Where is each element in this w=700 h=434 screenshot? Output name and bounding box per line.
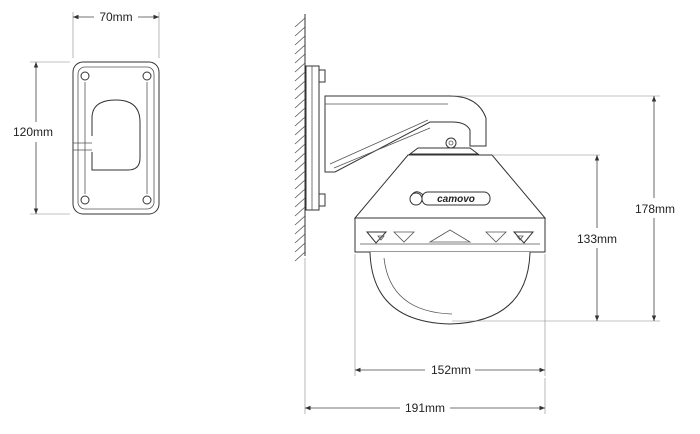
screw-hole-bottom-left [80, 195, 90, 205]
hatch-line [294, 170, 306, 181]
plate-inner-rim [77, 66, 155, 210]
label-plate-width: 70mm [99, 10, 132, 24]
arm-body [324, 95, 487, 173]
hatch-line [294, 197, 306, 208]
label-dome-width: 152mm [431, 363, 471, 377]
label-camera-height: 133mm [577, 232, 617, 246]
hatch-line [294, 44, 306, 55]
brand-name: camovo [437, 194, 475, 205]
hatch-line [294, 251, 306, 262]
arm-screw [445, 137, 457, 149]
hatch-line [294, 98, 306, 109]
dome [369, 251, 531, 325]
hatch-line [294, 71, 306, 82]
hatch-line [294, 26, 306, 37]
hatch-line [294, 224, 306, 235]
hatch-line [294, 242, 306, 253]
screw-hole-top-left [80, 71, 90, 81]
dim-total-depth: 191mm [304, 258, 546, 415]
hatch-line [294, 53, 306, 64]
hatch-line [294, 233, 306, 244]
label-plate-height: 120mm [13, 125, 53, 139]
hatch-line [294, 62, 306, 73]
hatch-line [294, 89, 306, 100]
hatch-line [294, 188, 306, 199]
hatch-line [294, 152, 306, 163]
housing-band [354, 217, 546, 253]
front-view-plate [72, 61, 160, 215]
label-total-depth: 191mm [405, 401, 445, 415]
hatch-line [294, 17, 306, 28]
hatch-line [294, 107, 306, 118]
side-arm [324, 95, 487, 173]
side-wall-plate [305, 65, 326, 211]
brand-logo: camovo [409, 191, 491, 206]
dim-plate-width: 70mm [72, 10, 160, 58]
label-total-height: 178mm [635, 202, 675, 216]
dome-outer [369, 251, 531, 325]
screw-hole-top-right [142, 71, 152, 81]
hatch-line [294, 125, 306, 136]
hatch-line [294, 134, 306, 145]
hatch-line [294, 35, 306, 46]
hatch-line [294, 116, 306, 127]
wall [294, 14, 306, 262]
wall-hatching [294, 17, 306, 262]
dim-camera-height: 133mm [577, 155, 617, 321]
hatch-line [294, 143, 306, 154]
dim-total-height: 178mm [635, 96, 675, 321]
screw-hole-bottom-right [142, 195, 152, 205]
hatch-line [294, 80, 306, 91]
hatch-line [294, 179, 306, 190]
camera-housing: camovo [353, 154, 547, 253]
vent-triangles [365, 229, 535, 244]
dim-plate-height: 120mm [13, 61, 70, 215]
hatch-line [294, 161, 306, 172]
hatch-line [294, 215, 306, 226]
plate-outline [72, 61, 160, 215]
hatch-line [294, 206, 306, 217]
housing-cone [353, 154, 547, 219]
dim-dome-width: 152mm [354, 254, 546, 377]
arm-boss [91, 99, 141, 171]
